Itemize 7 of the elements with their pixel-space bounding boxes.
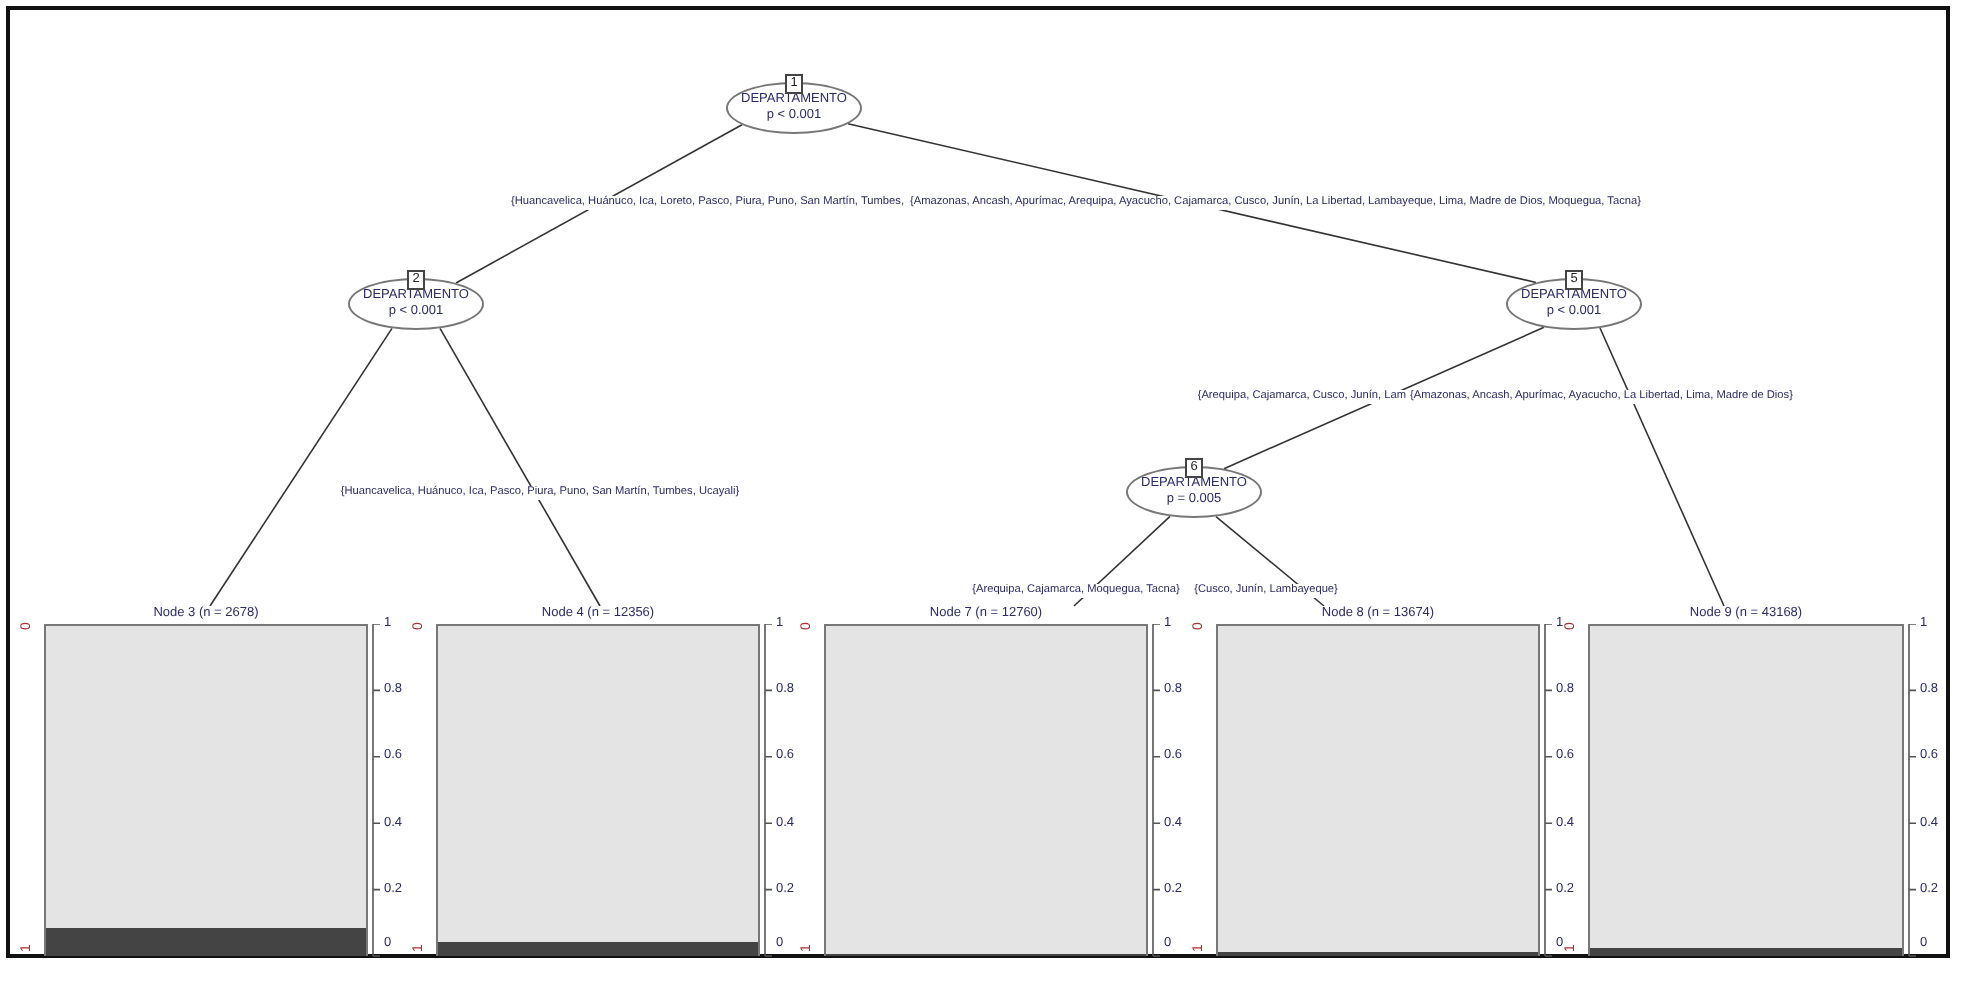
branch-line xyxy=(1215,515,1325,607)
branch-line xyxy=(455,123,743,284)
branch-line xyxy=(439,327,601,607)
branch-line xyxy=(1599,327,1725,607)
branch-line xyxy=(847,123,1537,284)
branch-line xyxy=(1223,326,1545,470)
branch-line xyxy=(209,327,393,607)
